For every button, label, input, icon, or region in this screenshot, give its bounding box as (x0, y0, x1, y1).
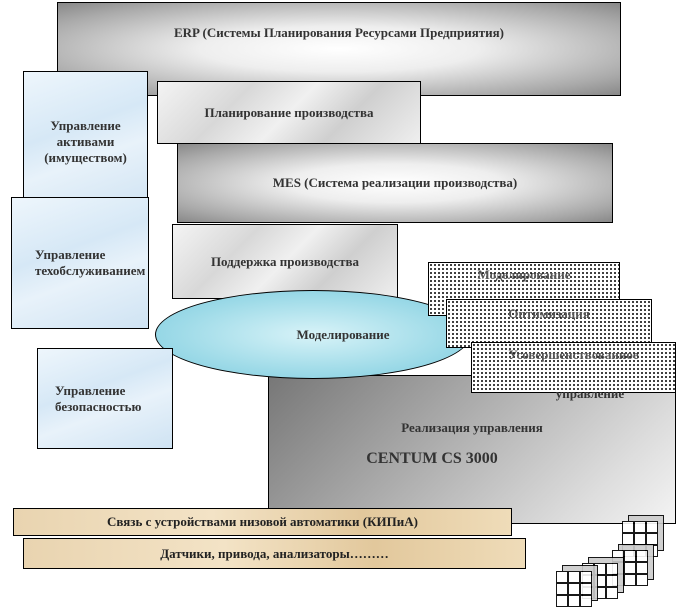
maintenance-label: Управление техобслуживанием (35, 247, 146, 278)
sensors-label: Датчики, привода, анализаторы……… (160, 545, 389, 561)
field-label: Связь с устройствами низовой автоматики … (107, 514, 418, 529)
asset-management-box: Управление активами (имуществом) (23, 71, 148, 213)
support-label: Поддержка производства (210, 253, 360, 269)
field-devices-bar: Связь с устройствами низовой автоматики … (13, 508, 512, 536)
asset-label: Управление активами (имуществом) (44, 118, 127, 165)
optimization-label: Оптимизация (508, 306, 590, 321)
sensors-bar: Датчики, привода, анализаторы……… (23, 538, 526, 569)
erp-label: ERP (Системы Планирования Ресурсами Пред… (173, 25, 505, 40)
modeling-label: Моделирование (477, 267, 571, 282)
optimization-box: Оптимизация (446, 299, 652, 348)
erp-box: ERP (Системы Планирования Ресурсами Пред… (57, 2, 621, 96)
production-planning-box: Планирование производства (157, 81, 421, 144)
safety-box: Управление безопасностью (37, 348, 173, 449)
safety-label: Управление безопасностью (55, 382, 142, 414)
advanced-control-box: Усовершенствованное (471, 342, 676, 393)
maintenance-box: Управление техобслуживанием (11, 197, 149, 329)
production-support-box: Поддержка производства (172, 224, 398, 299)
planning-label: Планирование производства (204, 104, 374, 120)
cube-icon (556, 571, 592, 607)
centum-label: CENTUM CS 3000 (366, 450, 498, 467)
control-label: Реализация управления (401, 420, 543, 435)
modeling-ellipse: Моделирование (155, 290, 471, 379)
mes-label: MES (Система реализации производства) (272, 175, 518, 190)
cube-icon (612, 550, 648, 586)
advanced-label-line2: управление (555, 386, 625, 401)
control-implementation-box: Реализация управления CENTUM CS 3000 (268, 375, 676, 524)
mes-box: MES (Система реализации производства) (177, 143, 613, 223)
modeling-ellipse-label: Моделирование (296, 326, 390, 342)
advanced-label: Усовершенствованное (508, 347, 639, 362)
